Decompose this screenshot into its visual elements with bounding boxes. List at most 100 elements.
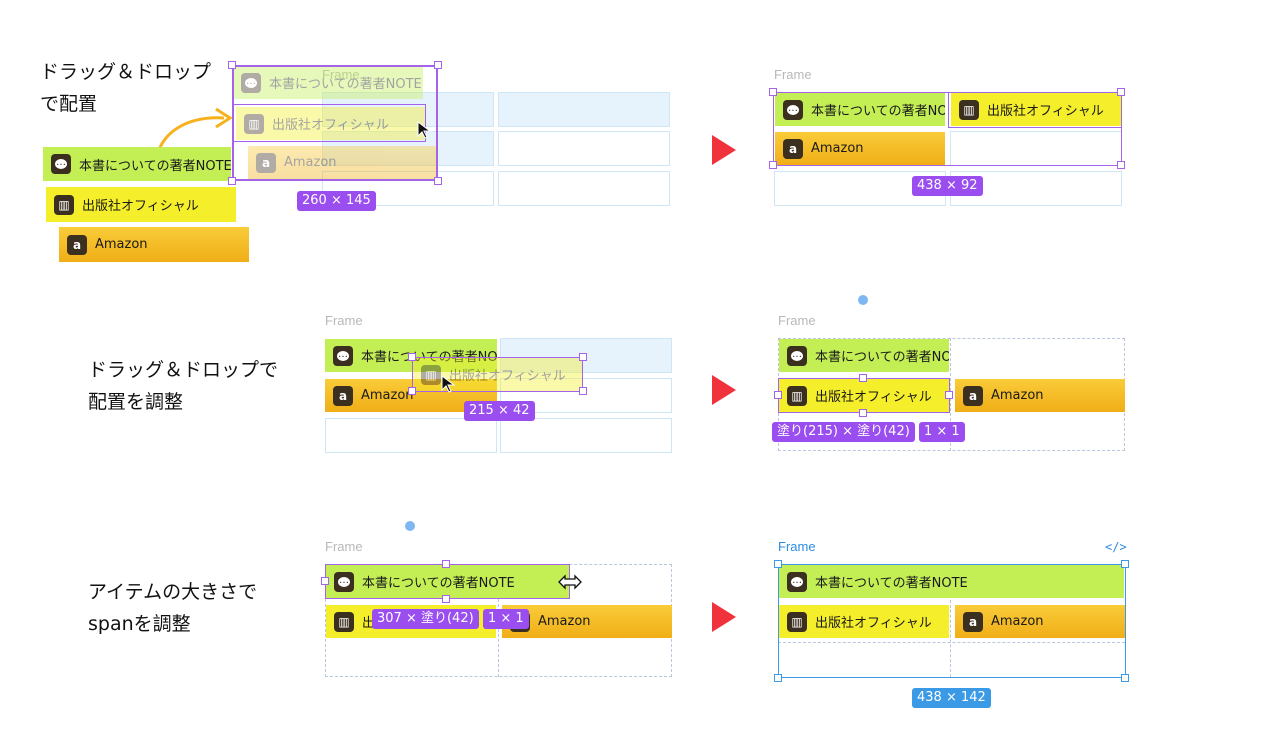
building-icon xyxy=(421,364,441,385)
frame-title: Frame xyxy=(774,67,812,82)
size-badge: 260 × 145 xyxy=(297,191,376,211)
grid-item-note[interactable]: 本書についての著者NOTE xyxy=(779,565,1124,598)
step2-caption: ドラッグ＆ドロップで 配置を調整 xyxy=(88,354,278,418)
resize-handle[interactable] xyxy=(442,595,450,603)
frame-title: Frame xyxy=(322,67,360,82)
selection-box xyxy=(412,357,583,392)
cursor-icon xyxy=(441,375,456,393)
indicator-dot xyxy=(858,295,868,305)
building-icon xyxy=(334,611,354,632)
resize-cursor-icon xyxy=(558,574,582,590)
resize-handle[interactable] xyxy=(321,577,329,585)
code-icon[interactable]: </> xyxy=(1105,540,1127,554)
size-badge: 215 × 42 xyxy=(464,401,535,421)
source-item-publisher[interactable]: 出版社オフィシャル xyxy=(46,187,236,222)
source-item-note[interactable]: 本書についての著者NOTE xyxy=(43,147,231,181)
item-label: 本書についての著者NOTE xyxy=(815,350,949,365)
resize-handle[interactable] xyxy=(434,61,442,69)
resize-handle[interactable] xyxy=(774,560,782,568)
amazon-icon xyxy=(963,385,983,406)
size-badge: 塗り(215) × 塗り(42) xyxy=(772,422,915,442)
resize-handle[interactable] xyxy=(408,353,416,361)
item-label: 本書についての著者NOTE xyxy=(79,158,231,174)
grid-item-amazon[interactable]: Amazon xyxy=(955,605,1125,638)
frame-selection-box xyxy=(778,564,1126,678)
grid-divider xyxy=(950,600,951,677)
amazon-icon xyxy=(333,385,353,406)
grid-item-publisher[interactable]: 出版社オフィシャル xyxy=(779,605,949,638)
resize-handle[interactable] xyxy=(434,177,442,185)
source-item-amazon[interactable]: Amazon xyxy=(59,227,249,262)
resize-handle[interactable] xyxy=(774,674,782,682)
grid-item-publisher[interactable]: 出版社オフィシャル xyxy=(779,379,949,412)
step1-caption-line2: で配置 xyxy=(40,93,98,115)
resize-handle[interactable] xyxy=(442,560,450,568)
grid-cell xyxy=(498,131,670,166)
step1-caption: ドラッグ＆ドロップ で配置 xyxy=(40,56,211,120)
item-label: 出版社オフィシャル xyxy=(272,118,389,133)
item-label: Amazon xyxy=(284,155,337,170)
item-label: Amazon xyxy=(991,614,1044,629)
grid-item-note[interactable]: 本書についての著者NOTE xyxy=(775,93,945,126)
grid-item-amazon[interactable]: Amazon xyxy=(325,379,497,412)
resize-handle[interactable] xyxy=(228,61,236,69)
building-icon xyxy=(244,113,264,134)
item-label: Amazon xyxy=(95,237,148,252)
span-badge: 1 × 1 xyxy=(919,422,965,442)
resize-handle[interactable] xyxy=(769,88,777,96)
span-badge: 1 × 1 xyxy=(483,609,529,629)
item-label: 出版社オフィシャル xyxy=(449,369,566,384)
cursor-icon xyxy=(417,121,432,139)
step1-caption-line1: ドラッグ＆ドロップ xyxy=(40,61,212,83)
grid-item-publisher[interactable]: 出版社オフィシャル xyxy=(951,93,1121,126)
resize-handle[interactable] xyxy=(1117,161,1125,169)
chat-bubble-icon xyxy=(783,99,803,120)
item-label: 出版社オフィシャル xyxy=(815,616,932,631)
resize-handle[interactable] xyxy=(945,391,953,399)
resize-handle[interactable] xyxy=(1121,674,1129,682)
resize-handle[interactable] xyxy=(408,387,416,395)
resize-handle[interactable] xyxy=(228,177,236,185)
item-label: Amazon xyxy=(538,614,591,629)
dragged-item-publisher[interactable]: 出版社オフィシャル xyxy=(413,358,582,391)
resize-handle[interactable] xyxy=(1117,88,1125,96)
indicator-dot xyxy=(405,521,415,531)
amazon-icon xyxy=(783,138,803,159)
selection-inner-box xyxy=(233,104,426,142)
amazon-icon xyxy=(256,152,276,173)
grid-cell xyxy=(498,171,670,206)
item-label: Amazon xyxy=(811,141,864,156)
dragged-item-publisher[interactable]: 出版社オフィシャル xyxy=(236,107,426,140)
step2-caption-line2: 配置を調整 xyxy=(88,391,184,413)
building-icon xyxy=(787,385,807,406)
grid-item-amazon[interactable]: Amazon xyxy=(955,379,1125,412)
resize-handle[interactable] xyxy=(579,387,587,395)
chat-bubble-icon xyxy=(241,72,261,93)
step3-caption-line2: spanを調整 xyxy=(88,613,191,635)
frame-title: Frame xyxy=(325,313,363,328)
dragged-item-amazon[interactable]: Amazon xyxy=(248,146,438,179)
dragged-item-note[interactable]: 本書についての著者NOTE xyxy=(233,66,423,99)
building-icon xyxy=(54,194,74,215)
item-label: 本書についての著者NOTE xyxy=(362,576,515,591)
resize-handle[interactable] xyxy=(579,353,587,361)
resize-handle[interactable] xyxy=(859,409,867,417)
grid-item-note[interactable]: 本書についての著者NOTE xyxy=(326,565,569,598)
item-label: Amazon xyxy=(361,388,414,403)
item-label: 出版社オフィシャル xyxy=(815,390,932,405)
item-label: 出版社オフィシャル xyxy=(82,199,199,214)
grid-cell xyxy=(498,92,670,127)
frame-title: Frame xyxy=(778,313,816,328)
selection-box xyxy=(778,378,950,413)
grid-cell xyxy=(322,131,494,166)
resize-handle[interactable] xyxy=(774,391,782,399)
resize-handle[interactable] xyxy=(859,374,867,382)
building-icon xyxy=(959,99,979,120)
grid-item-note[interactable]: 本書についての著者NOTE xyxy=(779,339,949,372)
size-badge: 307 × 塗り(42) xyxy=(372,609,479,629)
resize-handle[interactable] xyxy=(769,161,777,169)
selection-box xyxy=(773,92,1122,166)
resize-handle[interactable] xyxy=(1121,560,1129,568)
size-badge: 438 × 142 xyxy=(912,688,991,708)
grid-item-amazon[interactable]: Amazon xyxy=(775,132,945,165)
